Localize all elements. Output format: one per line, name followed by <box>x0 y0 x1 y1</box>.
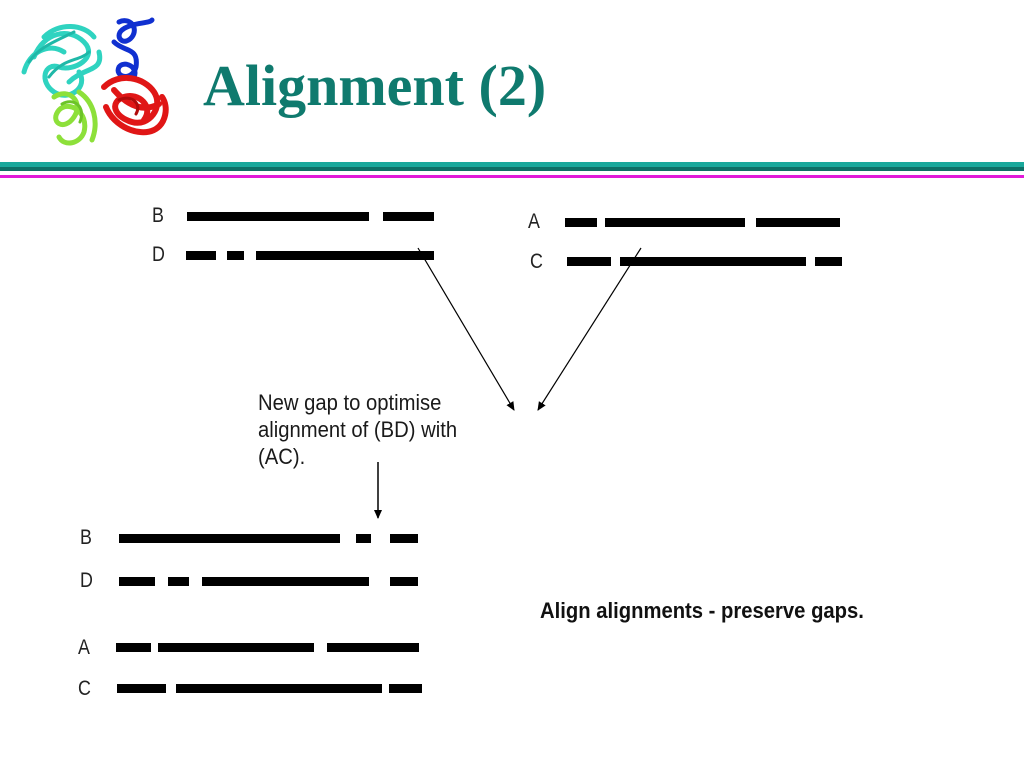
result-b-segment <box>356 534 371 543</box>
title-divider-teal <box>0 162 1024 167</box>
merge-arrow-bd <box>417 247 515 411</box>
seq-d-segment <box>186 251 216 260</box>
protein-ribbon-structure-icon <box>21 17 169 146</box>
result-d-segment <box>168 577 189 586</box>
seq-b-segment <box>383 212 434 221</box>
result-b-segment <box>390 534 418 543</box>
result-label-d: D <box>80 569 93 592</box>
result-d-segment <box>202 577 369 586</box>
result-a-segment <box>158 643 314 652</box>
gap-annotation-line: (AC). <box>258 444 306 469</box>
seq-d-segment <box>256 251 434 260</box>
result-c-segment <box>176 684 382 693</box>
result-label-c: C <box>78 677 91 700</box>
seq-b-segment <box>187 212 369 221</box>
page-title: Alignment (2) <box>203 53 547 118</box>
seq-c-segment <box>567 257 611 266</box>
seq-a-segment <box>565 218 597 227</box>
seq-c-segment <box>620 257 806 266</box>
seq-label-a: A <box>528 210 540 233</box>
diagram-caption: Align alignments - preserve gaps. <box>540 598 864 623</box>
result-label-a: A <box>78 636 90 659</box>
gap-annotation-line: alignment of (BD) with <box>258 417 458 442</box>
result-label-b: B <box>80 526 92 549</box>
seq-label-c: C <box>530 250 543 273</box>
gap-annotation-line: New gap to optimise <box>258 390 442 415</box>
seq-label-d: D <box>152 243 165 266</box>
result-a-segment <box>116 643 151 652</box>
seq-a-segment <box>756 218 840 227</box>
seq-a-segment <box>605 218 745 227</box>
seq-label-b: B <box>152 204 164 227</box>
result-d-segment <box>390 577 418 586</box>
merge-arrow-ac <box>537 247 642 411</box>
result-c-segment <box>117 684 166 693</box>
result-c-segment <box>389 684 422 693</box>
gap-annotation: New gap to optimise alignment of (BD) wi… <box>258 389 479 470</box>
seq-c-segment <box>815 257 842 266</box>
result-b-segment <box>119 534 340 543</box>
title-divider-dark <box>0 167 1024 171</box>
result-d-segment <box>119 577 155 586</box>
title-divider-magenta <box>0 175 1024 178</box>
seq-d-segment <box>227 251 244 260</box>
result-a-segment <box>327 643 419 652</box>
